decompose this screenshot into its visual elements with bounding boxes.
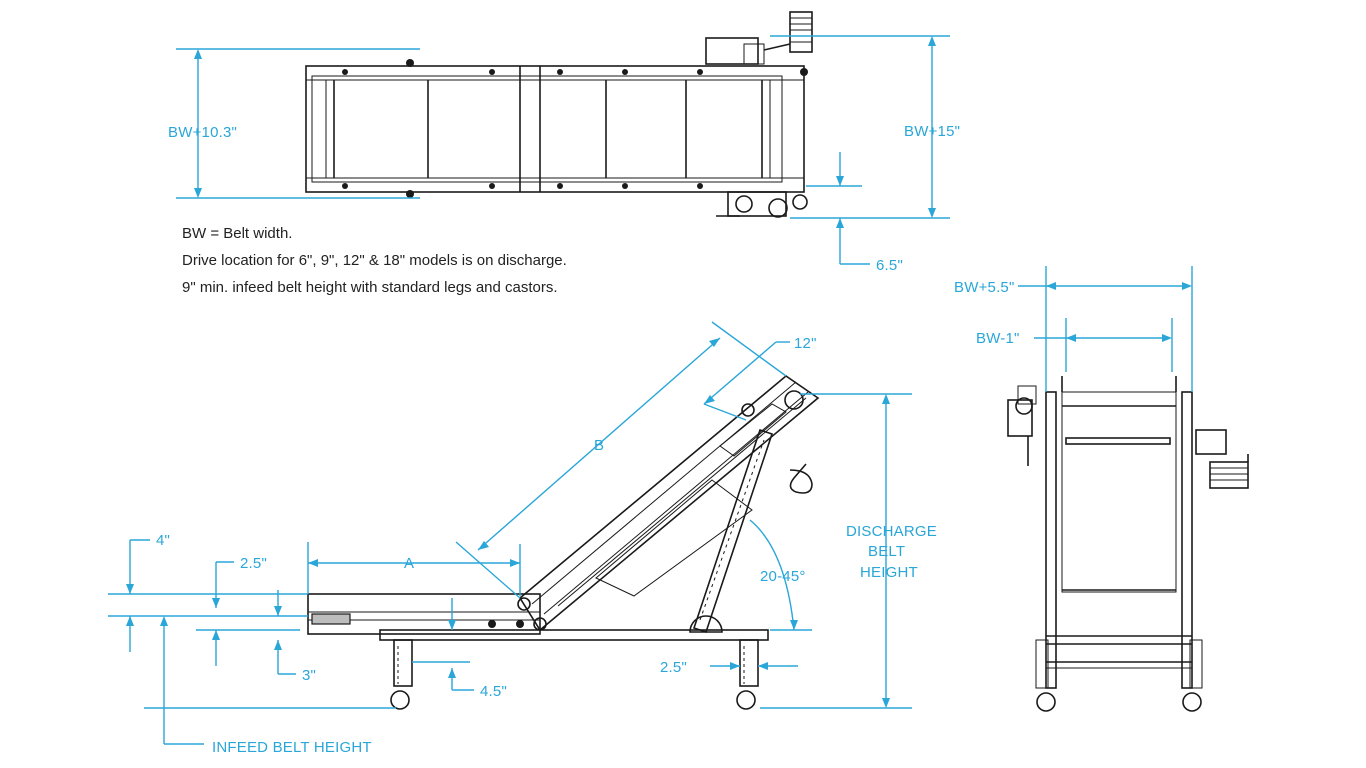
dim-bw-plus-5-5: BW+5.5" bbox=[954, 279, 1015, 296]
dim-6-5: 6.5" bbox=[876, 257, 903, 274]
dim-bw-minus-1: BW-1" bbox=[976, 330, 1020, 347]
dim-bw-plus-10-3: BW+10.3" bbox=[168, 124, 237, 141]
dim-infeed-belt-height: INFEED BELT HEIGHT bbox=[212, 739, 372, 756]
dim-bw-plus-15: BW+15" bbox=[904, 123, 960, 140]
dim-discharge-3: HEIGHT bbox=[860, 564, 918, 581]
dim-angle: 20-45° bbox=[760, 568, 806, 585]
dim-b: B bbox=[594, 437, 604, 454]
dim-3: 3" bbox=[302, 667, 316, 684]
note-drive-location: Drive location for 6", 9", 12" & 18" mod… bbox=[182, 252, 567, 269]
end-view: BW+5.5" BW-1" bbox=[954, 266, 1249, 712]
note-belt-width: BW = Belt width. bbox=[182, 225, 293, 242]
dim-a: A bbox=[404, 555, 414, 572]
dim-2-5-right: 2.5" bbox=[660, 659, 687, 676]
top-view: BW+10.3" BW+15" 6.5" bbox=[168, 11, 960, 274]
note-min-infeed: 9" min. infeed belt height with standard… bbox=[182, 279, 558, 296]
dim-discharge-1: DISCHARGE bbox=[846, 523, 937, 540]
dim-12: 12" bbox=[794, 335, 817, 352]
dim-2-5-left: 2.5" bbox=[240, 555, 267, 572]
side-view: A B 12" 20-45° DISCHARGE BELT HEIGHT bbox=[108, 321, 937, 756]
dim-4-5: 4.5" bbox=[480, 683, 507, 700]
dim-discharge-2: BELT bbox=[868, 543, 905, 560]
dim-4: 4" bbox=[156, 532, 170, 549]
